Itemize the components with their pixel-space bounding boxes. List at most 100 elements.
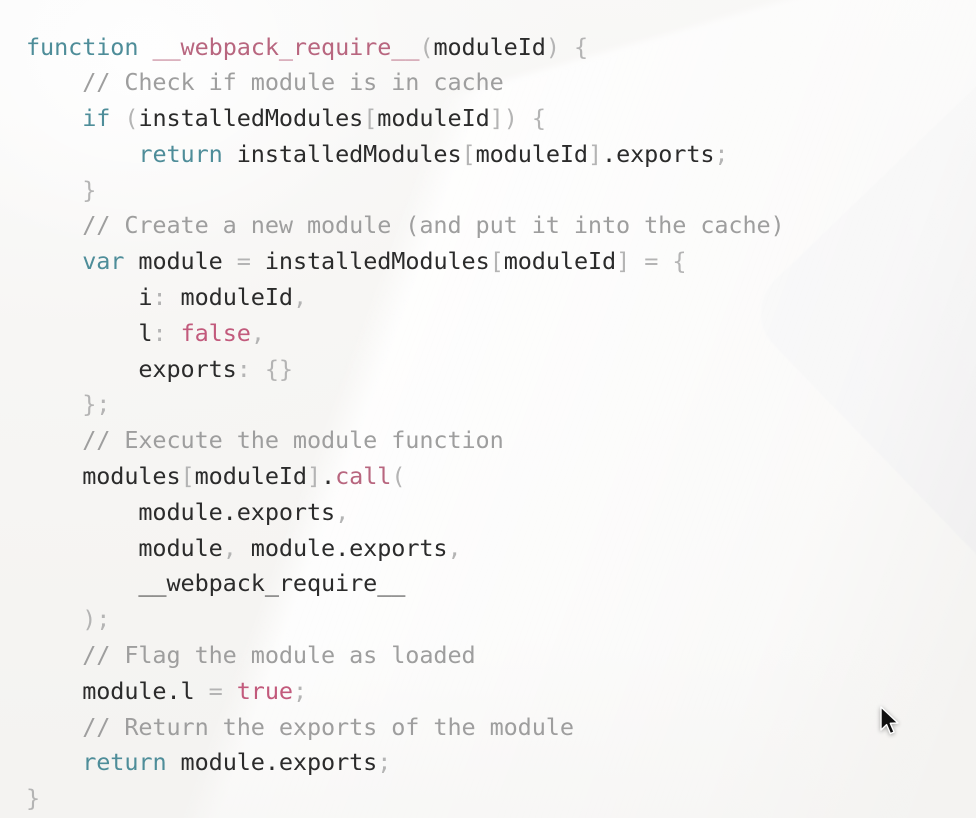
code-line: } bbox=[26, 173, 976, 209]
code-token: ( bbox=[124, 104, 139, 133]
code-token: return bbox=[138, 139, 223, 168]
code-token: module.l bbox=[26, 676, 195, 705]
code-token: module.exports bbox=[26, 497, 336, 526]
code-line: } bbox=[26, 781, 976, 817]
code-token: exports bbox=[26, 354, 237, 383]
code-token: var bbox=[82, 247, 125, 276]
code-token: installedModules bbox=[138, 104, 364, 133]
code-line: if (installedModules[moduleId]) { bbox=[26, 101, 976, 137]
code-token: module.exports bbox=[236, 533, 448, 562]
code-token: moduleId bbox=[377, 104, 490, 133]
code-token: module bbox=[124, 247, 237, 276]
code-token: // Create a new module (and put it into … bbox=[26, 211, 785, 240]
code-token: { bbox=[672, 247, 687, 276]
code-token: i bbox=[26, 283, 153, 312]
code-token: module bbox=[26, 533, 223, 562]
code-line: function __webpack_require__(moduleId) { bbox=[26, 30, 976, 66]
code-token: // Execute the module function bbox=[26, 426, 504, 455]
code-token: ] bbox=[587, 139, 603, 168]
code-token: [ bbox=[489, 247, 504, 276]
code-line: module.exports, bbox=[26, 495, 976, 531]
code-line: // Check if module is in cache bbox=[26, 65, 976, 101]
code-token: moduleId bbox=[503, 247, 617, 276]
code-block[interactable]: function __webpack_require__(moduleId) {… bbox=[26, 30, 976, 818]
code-token bbox=[251, 355, 265, 383]
code-token: [ bbox=[363, 104, 378, 133]
code-token: , bbox=[292, 283, 307, 312]
code-token bbox=[658, 247, 672, 275]
code-token: l bbox=[26, 318, 153, 347]
code-line: exports: {} bbox=[26, 352, 976, 388]
code-token: ; bbox=[292, 676, 308, 705]
code-token: = bbox=[194, 676, 237, 705]
code-token: = bbox=[236, 247, 251, 276]
code-token: moduleId bbox=[166, 283, 293, 312]
code-token: , bbox=[222, 533, 237, 562]
code-token: call bbox=[335, 462, 392, 491]
code-token: : bbox=[152, 283, 167, 312]
code-token bbox=[110, 104, 124, 132]
code-token bbox=[26, 247, 82, 275]
code-token: ( bbox=[391, 462, 406, 491]
code-token: modules bbox=[26, 462, 181, 491]
code-line: // Create a new module (and put it into … bbox=[26, 208, 976, 244]
code-token: moduleId bbox=[433, 32, 546, 61]
code-token bbox=[26, 104, 82, 132]
code-token bbox=[167, 319, 181, 347]
code-token: }; bbox=[26, 390, 111, 419]
code-token: = bbox=[644, 247, 659, 276]
code-token: // Flag the module as loaded bbox=[26, 641, 476, 670]
code-token: , bbox=[250, 318, 265, 347]
code-line: return installedModules[moduleId].export… bbox=[26, 137, 976, 173]
code-token: , bbox=[335, 497, 350, 526]
code-token: ); bbox=[26, 605, 111, 634]
code-token: ] bbox=[306, 462, 322, 491]
code-token: if bbox=[82, 104, 111, 133]
code-line: // Return the exports of the module bbox=[26, 710, 976, 746]
code-token bbox=[26, 748, 82, 776]
code-token: moduleId bbox=[475, 139, 588, 168]
code-token: { bbox=[573, 32, 589, 61]
code-token: : bbox=[152, 318, 167, 347]
code-token: [ bbox=[180, 462, 195, 491]
code-token: false bbox=[180, 318, 251, 347]
code-token: // Return the exports of the module bbox=[26, 712, 574, 741]
code-token: moduleId bbox=[194, 462, 307, 491]
code-line: __webpack_require__ bbox=[26, 566, 976, 602]
code-line: return module.exports; bbox=[26, 745, 976, 781]
code-token: ] bbox=[616, 247, 631, 276]
code-line: ); bbox=[26, 602, 976, 638]
code-token: } bbox=[26, 175, 97, 204]
code-token: ( bbox=[419, 32, 434, 61]
code-token: ) bbox=[545, 32, 560, 61]
code-token: installedModules bbox=[250, 247, 490, 276]
code-token: ; bbox=[714, 139, 729, 168]
code-token: } bbox=[26, 784, 41, 813]
code-token: // Check if module is in cache bbox=[26, 68, 504, 97]
code-line: modules[moduleId].call( bbox=[26, 459, 976, 495]
code-token: ]) bbox=[489, 104, 518, 133]
code-token: installedModules bbox=[222, 139, 462, 168]
code-token bbox=[518, 104, 532, 132]
code-line: var module = installedModules[moduleId] … bbox=[26, 244, 976, 280]
code-token: function bbox=[26, 32, 139, 61]
code-line: }; bbox=[26, 387, 976, 423]
code-token bbox=[26, 140, 138, 168]
code-token: .exports bbox=[602, 139, 715, 168]
code-line: // Execute the module function bbox=[26, 423, 976, 459]
code-line: module.l = true; bbox=[26, 674, 976, 710]
code-token: ; bbox=[377, 748, 392, 777]
code-token: . bbox=[321, 462, 336, 491]
code-token: return bbox=[82, 748, 167, 777]
code-token: module.exports bbox=[166, 748, 378, 777]
code-token bbox=[138, 33, 152, 61]
code-token: __webpack_require__ bbox=[152, 32, 420, 61]
code-line: i: moduleId, bbox=[26, 280, 976, 316]
code-token: , bbox=[447, 533, 462, 562]
code-token: : bbox=[236, 354, 251, 383]
code-token: {} bbox=[264, 354, 293, 383]
code-token: [ bbox=[461, 139, 476, 168]
code-token: __webpack_require__ bbox=[26, 569, 406, 598]
code-token bbox=[560, 33, 574, 61]
code-line: module, module.exports, bbox=[26, 531, 976, 567]
